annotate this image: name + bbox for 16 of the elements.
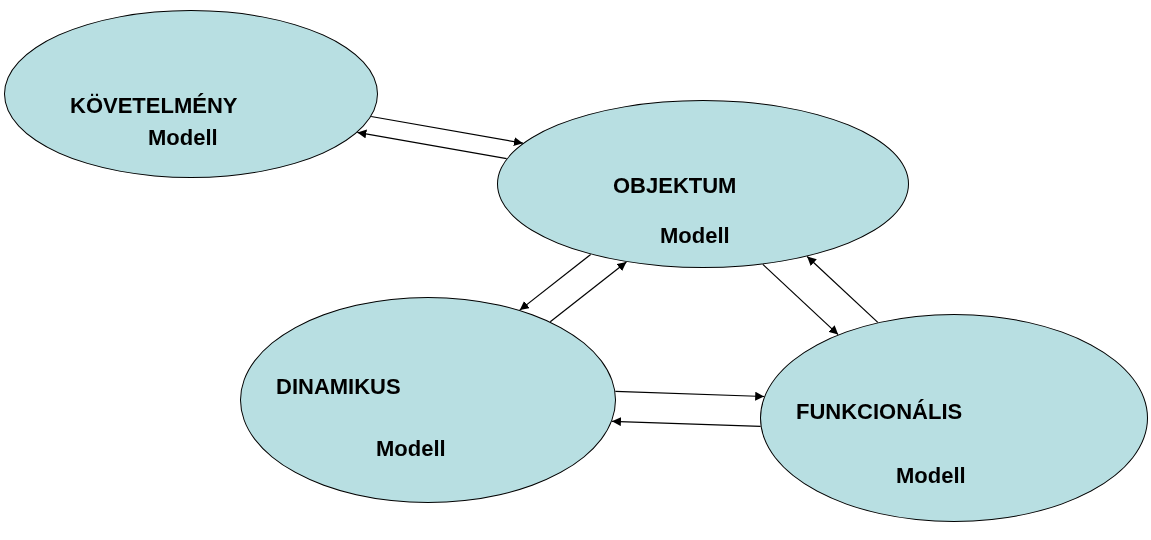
arrow xyxy=(356,129,508,160)
model-subtitle: Modell xyxy=(896,465,966,487)
model-title: KÖVETELMÉNY xyxy=(70,95,238,117)
model-title: OBJEKTUM xyxy=(613,175,737,197)
model-subtitle: Modell xyxy=(660,225,730,247)
model-title: FUNKCIONÁLIS xyxy=(796,401,963,423)
arrow xyxy=(519,253,592,311)
arrow xyxy=(549,261,627,323)
model-subtitle: Modell xyxy=(148,127,218,149)
arrow xyxy=(370,115,524,147)
arrow xyxy=(762,263,839,336)
arrow xyxy=(806,255,879,323)
model-subtitle: Modell xyxy=(376,438,446,460)
model-title: DINAMIKUS xyxy=(276,376,401,398)
arrow xyxy=(611,417,762,427)
arrow xyxy=(614,390,765,401)
